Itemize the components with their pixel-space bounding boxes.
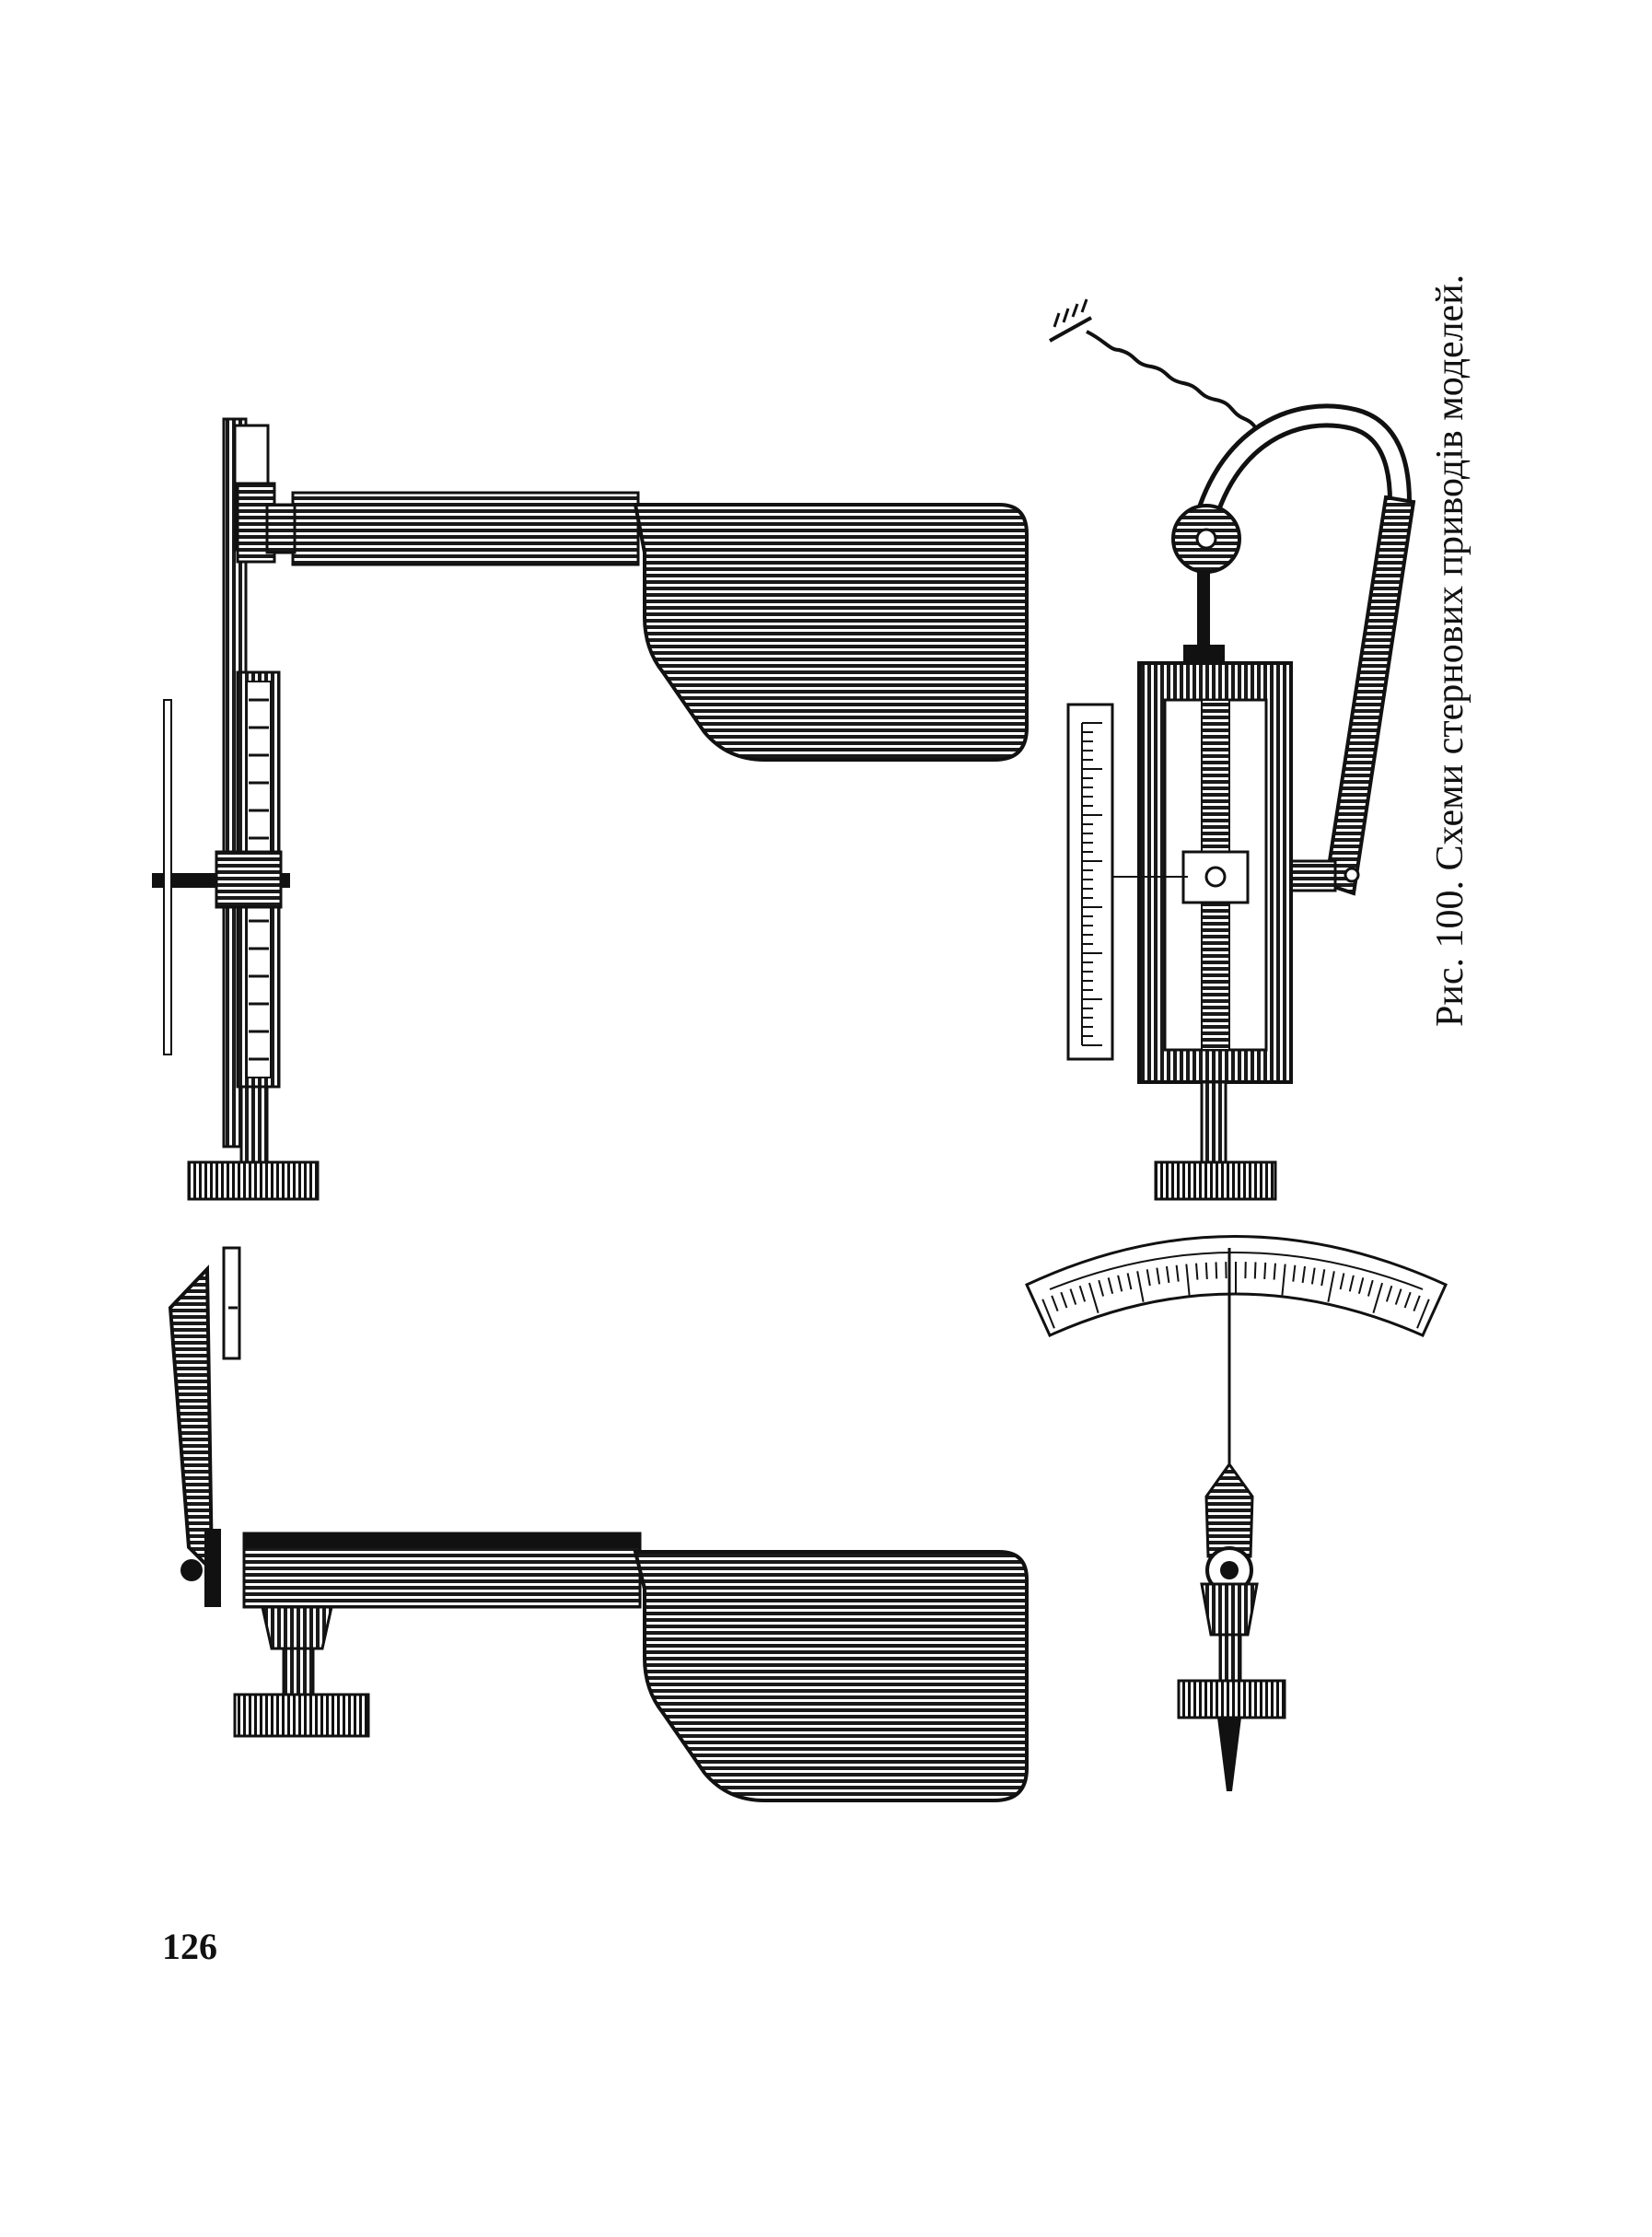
arc-scale-tick [1339,1273,1345,1290]
page-number: 126 [162,1926,217,1967]
arc-scale-tick [1156,1267,1161,1285]
arc-scale-tick [1372,1282,1384,1313]
arc-scale-tick [1301,1265,1307,1284]
arc-scale-tick [1041,1299,1055,1329]
arc-scale-tick [1367,1279,1374,1297]
arc-scale-tick [1098,1279,1105,1297]
arc-scale-tick [1175,1264,1180,1282]
rudder-drive-clockwork-panel [1049,298,1416,1201]
arc-scale-tick [1185,1264,1191,1296]
arc-scale-tick [1385,1285,1393,1302]
arc-scale-tick [1088,1282,1099,1313]
rudder-pointer-arc-scale-panel [1025,1235,1448,1791]
arc-scale-tick [1292,1264,1297,1282]
arc-scale-tick [1394,1288,1402,1305]
arc-scale-tick [1320,1269,1326,1287]
arc-scale-tick [1310,1267,1316,1285]
arc-scale-tick [1273,1263,1276,1280]
arc-scale-tick [1051,1295,1059,1312]
arc-scale-tick [1078,1285,1087,1302]
rudder-drive-rack-panel [152,417,1029,1201]
arc-scale-tick [1060,1291,1068,1309]
arc-scale-tick [1357,1277,1365,1295]
arc-scale-tick [1117,1275,1123,1292]
arc-scale-tick [1281,1264,1286,1296]
arc-scale-tick [1146,1269,1151,1287]
arc-scale-tick [1348,1275,1355,1292]
arc-scale-tick [1136,1271,1145,1302]
arc-scale-tick [1215,1262,1218,1279]
arc-scale-tick [1204,1262,1208,1279]
arc-scale-tick [1126,1273,1133,1290]
arc-scale-tick [1069,1288,1077,1305]
arc-scale-tick [1195,1263,1199,1280]
figure-caption: Рис. 100. Схеми стернових приводів модел… [1429,274,1472,1027]
arc-scale-tick [1403,1291,1412,1309]
rudder-bent-tab-panel [168,1246,1029,1802]
arc-scale-tick [1107,1277,1114,1295]
arc-scale-tick [1263,1262,1267,1279]
arc-scale-tick [1327,1271,1335,1302]
arc-scale-tick [1165,1265,1170,1284]
arc-scale-tick [1253,1262,1257,1279]
arc-scale-tick [1416,1299,1430,1329]
arc-scale-tick [1413,1295,1421,1312]
